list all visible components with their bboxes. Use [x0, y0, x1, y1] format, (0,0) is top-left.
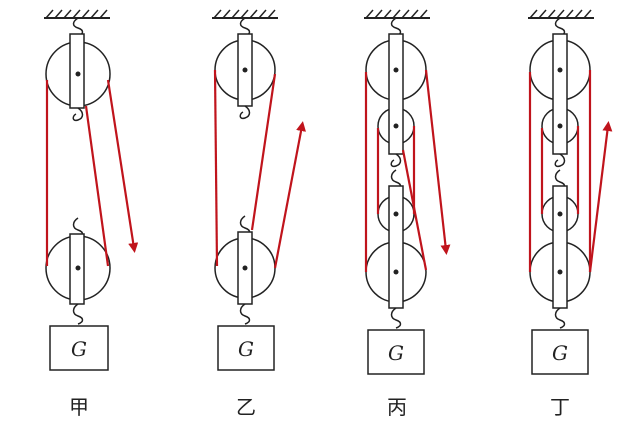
load-block [531, 329, 589, 375]
system-label: 甲 [69, 395, 89, 419]
movable-pulley-block [529, 169, 591, 329]
ceiling-support [212, 9, 278, 37]
load-label: G [388, 341, 404, 365]
movable-pulley [214, 215, 276, 325]
fixed-pulley-block [365, 33, 427, 168]
system-bing: G 丙 [364, 9, 451, 419]
load-block [49, 325, 109, 371]
fixed-pulley-block [529, 33, 591, 168]
load-label: G [71, 337, 87, 361]
ceiling-support [364, 9, 430, 37]
rope [364, 69, 451, 272]
movable-pulley [45, 217, 111, 325]
system-yi: G 乙 [212, 9, 306, 419]
load-label: G [238, 337, 254, 361]
rope [45, 79, 139, 267]
system-label: 丁 [550, 395, 570, 419]
movable-pulley-block [365, 169, 427, 329]
fixed-pulley [214, 33, 276, 120]
rope [213, 69, 306, 269]
rope [528, 70, 613, 273]
system-label: 丙 [387, 395, 407, 419]
load-block [367, 329, 425, 375]
system-ding: G 丁 [528, 9, 613, 419]
load-block [217, 325, 275, 371]
fixed-pulley [45, 33, 111, 122]
ceiling-support [44, 9, 110, 37]
system-label: 乙 [236, 395, 256, 419]
load-label: G [552, 341, 568, 365]
system-jia: G 甲 [44, 9, 139, 419]
ceiling-support [528, 9, 594, 37]
